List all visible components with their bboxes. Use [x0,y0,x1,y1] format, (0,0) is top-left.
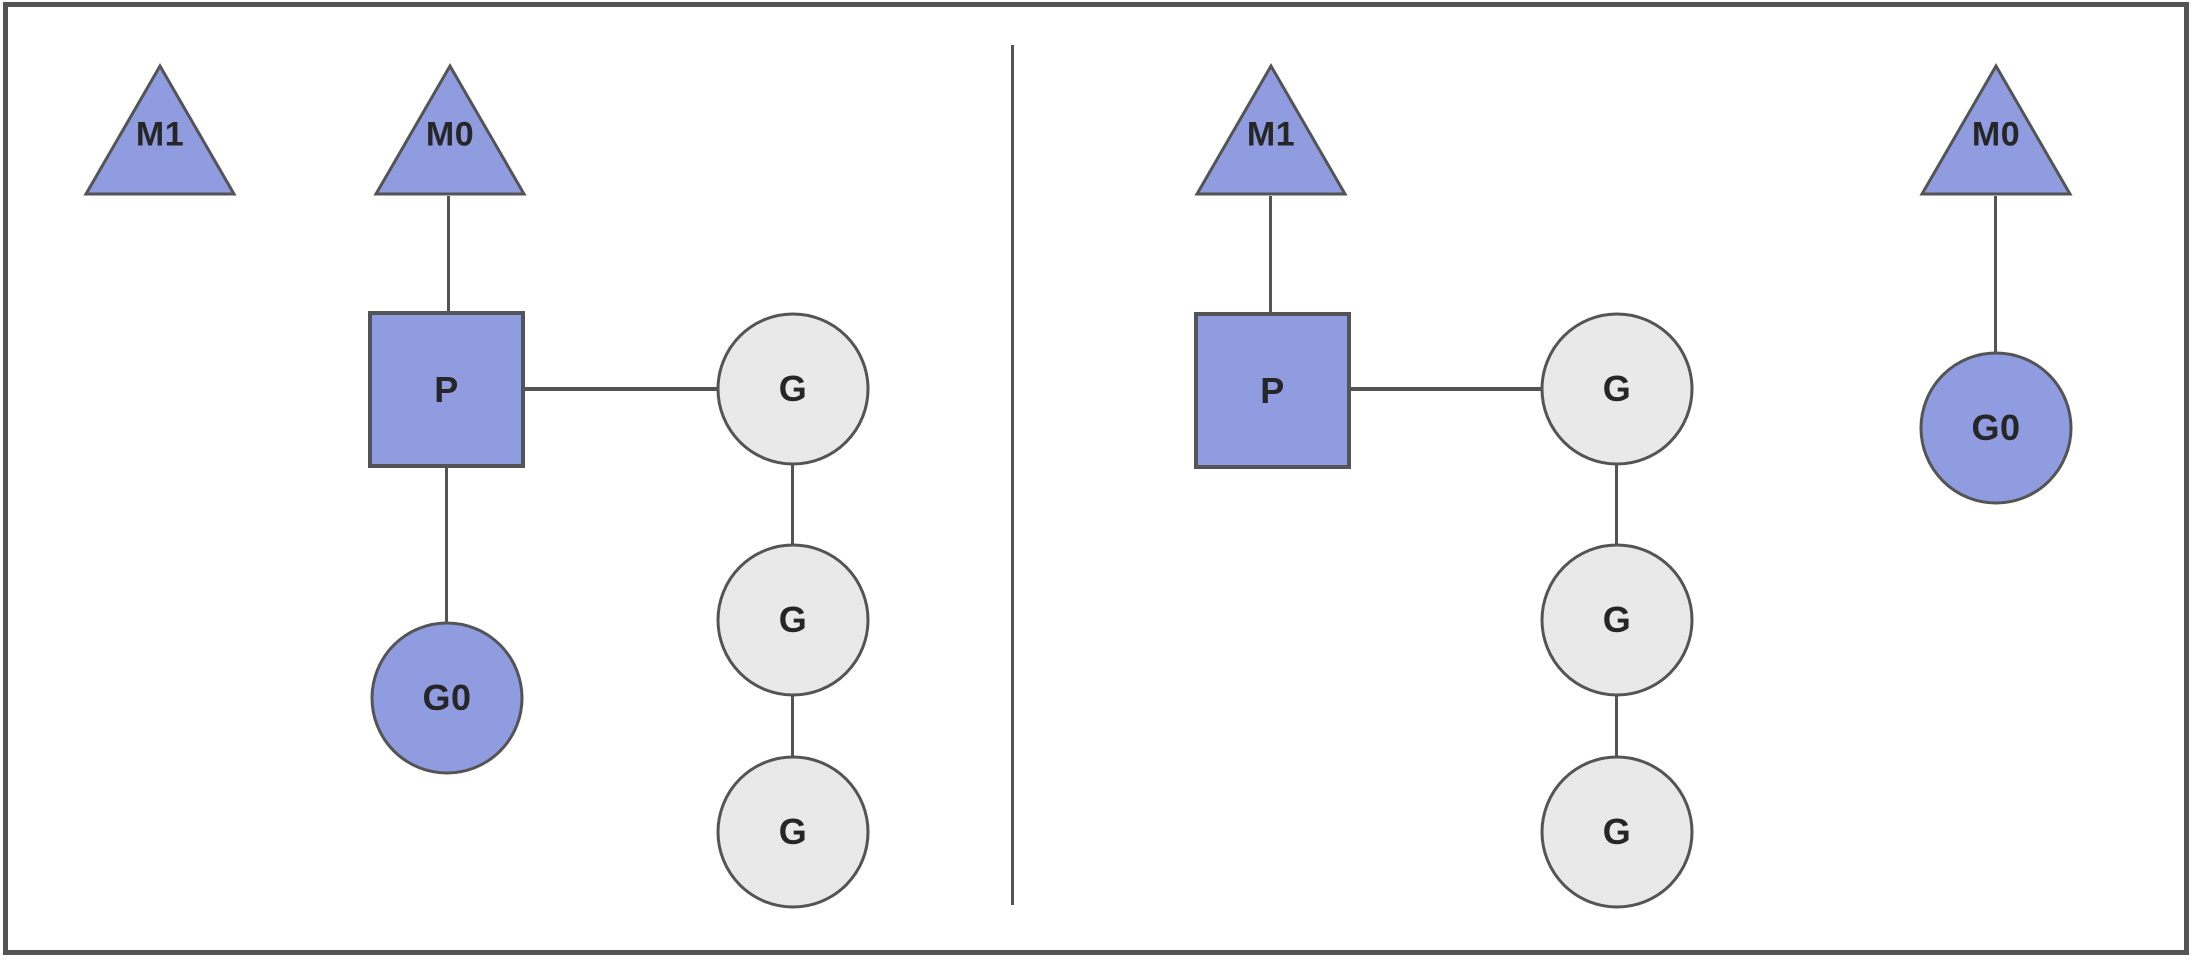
node-right-p-square[interactable]: P [1194,312,1351,469]
connector-left-p-g0 [445,466,448,622]
node-right-m1-triangle[interactable]: M1 [1194,63,1348,197]
connector-left-m0-p [447,196,450,312]
node-left-m1-triangle[interactable]: M1 [83,63,237,197]
connector-right-m0-g0 [1994,196,1997,352]
node-left-m0-label: M0 [425,115,475,154]
node-left-p-label: P [434,368,459,410]
node-left-g1-label: G [778,368,808,409]
node-left-m1-label: M1 [135,115,185,154]
node-left-g1-circle[interactable]: G [716,312,870,466]
node-right-g3-circle[interactable]: G [1540,755,1694,909]
node-right-m0-triangle[interactable]: M0 [1919,63,2073,197]
node-left-g0-label: G0 [422,677,472,718]
node-right-g2-label: G [1602,599,1632,640]
node-left-g3-label: G [778,811,808,852]
node-right-g1-label: G [1602,368,1632,409]
connector-right-g1-g2 [1615,465,1618,545]
connector-right-m1-p [1269,196,1272,313]
panel-divider [1011,45,1014,905]
node-right-g0-label: G0 [1971,407,2021,448]
connector-right-g2-g3 [1615,696,1618,757]
node-left-p-square[interactable]: P [368,311,525,468]
connector-left-g1-g2 [791,465,794,545]
node-right-g0-circle[interactable]: G0 [1919,351,2073,505]
node-left-g0-circle[interactable]: G0 [370,621,524,775]
node-left-g2-circle[interactable]: G [716,543,870,697]
node-right-p-label: P [1260,369,1285,411]
node-left-g3-circle[interactable]: G [716,755,870,909]
node-left-m0-triangle[interactable]: M0 [373,63,527,197]
connector-right-p-g1 [1350,387,1541,391]
node-right-g1-circle[interactable]: G [1540,312,1694,466]
outer-frame [3,2,2189,955]
connector-left-g2-g3 [791,696,794,757]
node-right-m0-label: M0 [1971,115,2021,154]
node-right-g3-label: G [1602,811,1632,852]
node-right-g2-circle[interactable]: G [1540,543,1694,697]
node-right-m1-label: M1 [1246,115,1296,154]
node-left-g2-label: G [778,599,808,640]
connector-left-p-g1 [524,387,717,391]
